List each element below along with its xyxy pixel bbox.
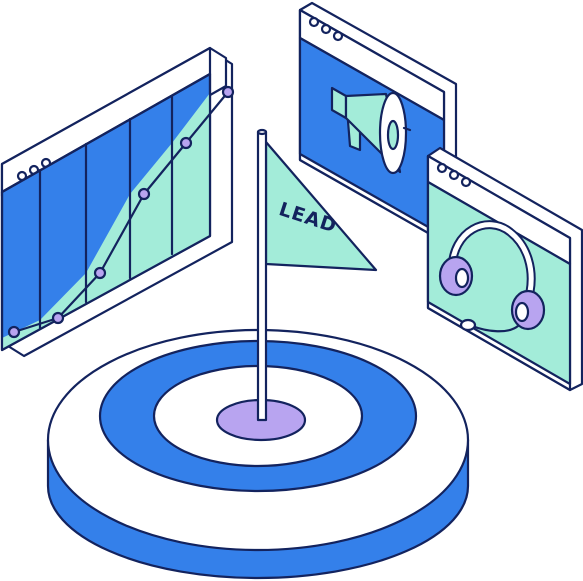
chart-point bbox=[137, 187, 151, 201]
chart-point bbox=[7, 325, 21, 339]
flag bbox=[256, 128, 378, 422]
chart-point bbox=[179, 136, 193, 150]
headset-window bbox=[426, 146, 583, 392]
chart-trend-line bbox=[12, 90, 230, 334]
megaphone-icon bbox=[330, 86, 412, 175]
chart-point bbox=[221, 85, 235, 99]
window-dot-icon bbox=[320, 23, 332, 35]
chart-area bbox=[2, 93, 210, 350]
window-dot-icon bbox=[460, 176, 472, 188]
window-dot-icon bbox=[436, 162, 448, 174]
chart-point bbox=[93, 266, 107, 280]
window-dot-icon bbox=[448, 169, 460, 181]
chart-point bbox=[51, 311, 65, 325]
megaphone-window bbox=[298, 1, 458, 244]
flag-pole bbox=[256, 130, 268, 422]
target-base bbox=[46, 328, 470, 580]
chart-window bbox=[0, 46, 235, 358]
headset-icon bbox=[438, 220, 546, 333]
window-dot-icon bbox=[308, 16, 320, 28]
window-dot-icon bbox=[332, 30, 344, 42]
